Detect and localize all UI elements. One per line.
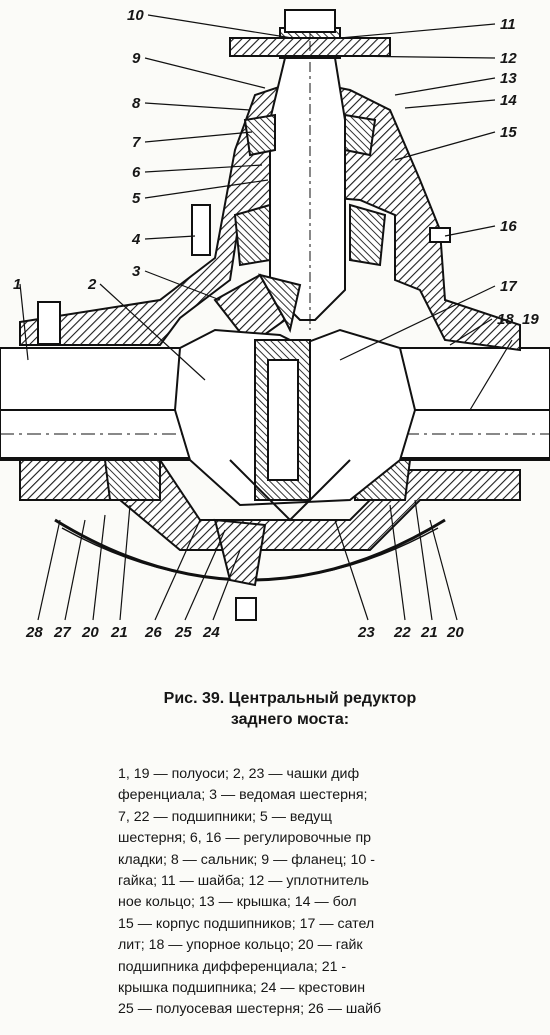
legend-line: 1, 19 — полуоси; 2, 23 — чашки диф — [118, 766, 360, 782]
label-11: 11 — [500, 16, 516, 33]
label-20-right: 20 — [446, 624, 464, 641]
label-group-right: 11 12 13 14 15 16 17 18 19 — [497, 16, 539, 328]
legend-line: 7, 22 — подшипники; 5 — ведущ — [118, 808, 332, 825]
legend-line: кладки; 8 — сальник; 9 — фланец; 10 - — [118, 851, 375, 868]
ring-gear — [213, 273, 302, 587]
legend-line: ное кольцо; 13 — крышка; 14 — бол — [118, 894, 357, 911]
label-16: 16 — [500, 218, 517, 235]
label-1: 1 — [13, 276, 21, 293]
label-group-bottom: 28 27 20 21 26 25 24 23 22 21 20 — [25, 624, 464, 641]
legend-line: шестерня; 6, 16 — регулировочные пр — [118, 830, 372, 847]
label-13: 13 — [500, 70, 517, 87]
rear-axle-reducer-drawing: 10 9 8 7 6 5 4 3 2 1 11 12 13 14 15 16 1… — [0, 7, 550, 641]
label-15: 15 — [500, 124, 517, 141]
legend-line: лит; 18 — упорное кольцо; 20 — гайк — [118, 937, 363, 954]
label-8: 8 — [132, 95, 141, 112]
legend-line: 25 — полуосевая шестерня; 26 — шайб — [118, 1001, 382, 1018]
label-17: 17 — [500, 278, 517, 295]
legend-line: гайка; 11 — шайба; 12 — уплотнитель — [118, 873, 369, 890]
bolts — [37, 204, 451, 621]
label-20-left: 20 — [81, 624, 99, 641]
label-4: 4 — [131, 231, 141, 248]
label-27: 27 — [53, 624, 71, 641]
pinion-shaft — [229, 9, 391, 330]
label-21-left: 21 — [110, 624, 128, 641]
legend-line: 15 — корпус подшипников; 17 — сател — [118, 915, 375, 932]
label-3: 3 — [132, 263, 141, 280]
differential — [173, 328, 417, 522]
label-18: 18 — [497, 311, 514, 328]
label-9: 9 — [132, 50, 141, 67]
label-14: 14 — [500, 92, 517, 109]
label-7: 7 — [132, 134, 141, 151]
label-22: 22 — [393, 624, 411, 641]
caption-line-1: Рис. 39. Центральный редуктор — [163, 690, 417, 707]
caption-line-2: заднего моста: — [230, 711, 350, 728]
leader-lines — [19, 14, 513, 621]
label-2: 2 — [87, 276, 97, 293]
label-28: 28 — [25, 624, 43, 641]
figure-caption: Рис. 39. Центральный редуктор заднего мо… — [110, 688, 470, 730]
label-group-left: 10 9 8 7 6 5 4 3 2 1 — [13, 7, 144, 293]
legend-line: ференциала; 3 — ведомая шестерня; — [118, 787, 368, 804]
label-23: 23 — [357, 624, 375, 641]
legend-line: подшипника дифференциала; 21 - — [118, 958, 347, 975]
label-25: 25 — [174, 624, 192, 641]
label-12: 12 — [500, 50, 517, 67]
label-10: 10 — [127, 7, 144, 24]
label-6: 6 — [132, 164, 141, 181]
label-26: 26 — [144, 624, 162, 641]
label-5: 5 — [132, 190, 141, 207]
label-19: 19 — [522, 311, 539, 328]
legend-line: крышка подшипника; 24 — крестовин — [118, 980, 366, 997]
label-21-right: 21 — [420, 624, 438, 641]
figure-legend: 1, 19 — полуоси; 2, 23 — чашки диф ферен… — [118, 764, 458, 1034]
label-24: 24 — [202, 624, 220, 641]
